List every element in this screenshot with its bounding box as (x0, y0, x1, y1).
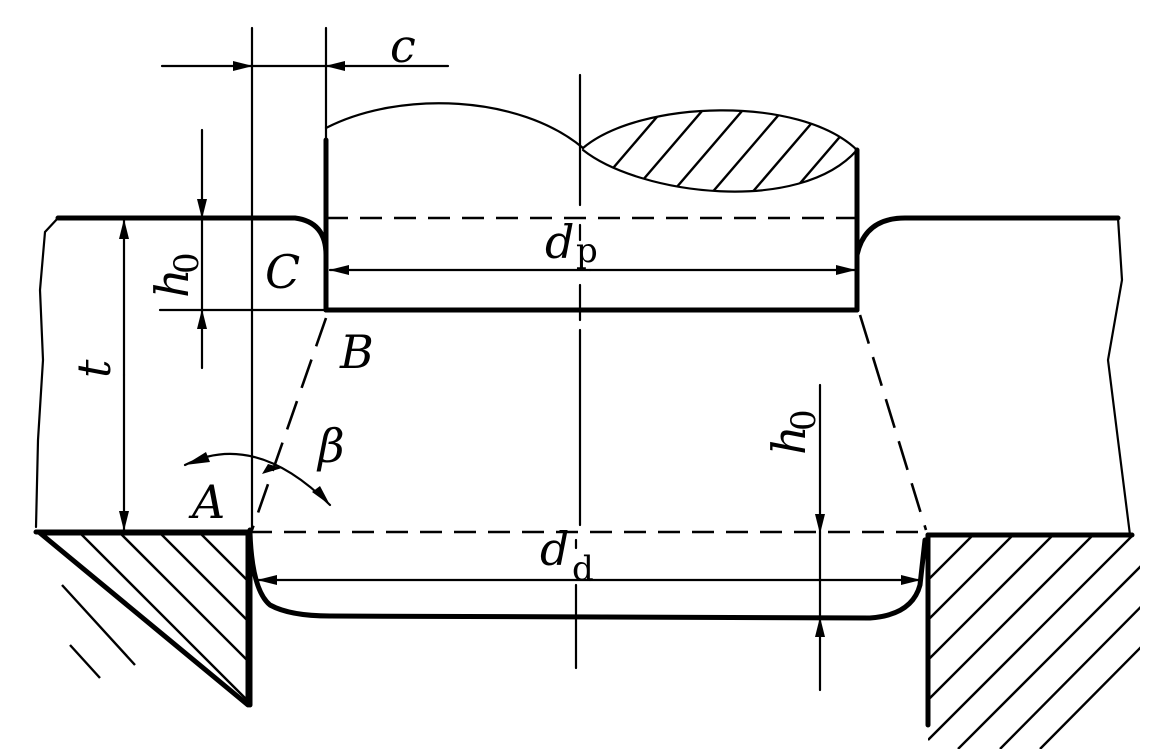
left-die-hatch-extra2 (69, 644, 101, 679)
label-dp: d p (545, 215, 598, 271)
center-line (574, 73, 582, 670)
svg-text:h: h (762, 425, 816, 455)
label-h0-left: h 0 (145, 252, 207, 298)
svg-text:t: t (67, 359, 121, 378)
left-die-hatch (40, 533, 248, 705)
svg-text:d: d (540, 522, 569, 576)
label-c: c (390, 19, 416, 73)
label-B: B (339, 325, 374, 379)
svg-text:d: d (572, 549, 594, 589)
right-die-hatch (928, 535, 1140, 749)
label-beta: β (316, 419, 345, 473)
label-C: C (265, 245, 300, 299)
left-die-edge (37, 530, 251, 708)
svg-text:h: h (145, 268, 199, 298)
label-A: A (188, 475, 225, 529)
left-die-hatch-extra (61, 584, 136, 666)
punch (323, 102, 860, 313)
svg-text:p: p (576, 231, 598, 271)
punch-section-hatch (583, 110, 857, 192)
svg-text:0: 0 (167, 252, 207, 274)
label-dd: d d (540, 522, 594, 589)
label-t: t (67, 359, 121, 378)
svg-text:0: 0 (784, 409, 824, 431)
label-h0-right: h 0 (762, 409, 824, 455)
dimension-lines (119, 26, 922, 692)
svg-text:d: d (545, 215, 574, 269)
